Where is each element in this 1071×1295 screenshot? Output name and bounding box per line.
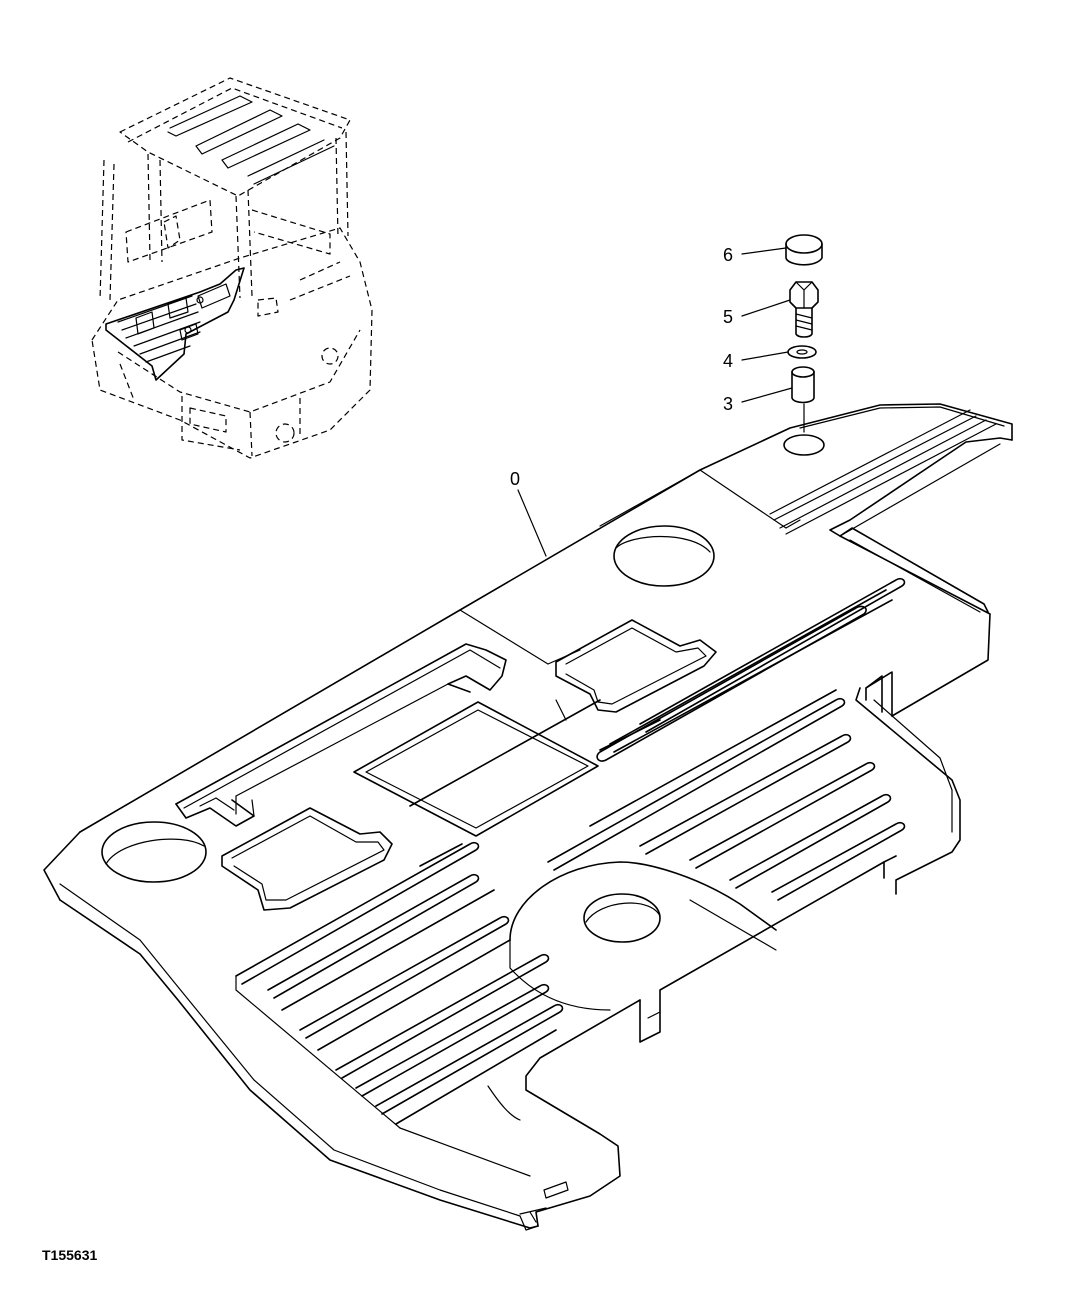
- callout-4: 4: [723, 351, 733, 371]
- figure-id: T155631: [42, 1247, 97, 1263]
- callout-5: 5: [723, 307, 733, 327]
- bolt-part: [789, 281, 819, 338]
- washer-part: [787, 345, 817, 359]
- leader-lines: [517, 247, 793, 557]
- hardware-stack: [783, 234, 825, 456]
- machine-locator-view: [91, 77, 373, 459]
- floor-mat: [43, 403, 1013, 1231]
- callout-0: 0: [510, 469, 520, 489]
- callout-3: 3: [723, 394, 733, 414]
- plug-cap-part: [785, 234, 823, 266]
- callout-6: 6: [723, 245, 733, 265]
- spacer-part: [791, 366, 815, 404]
